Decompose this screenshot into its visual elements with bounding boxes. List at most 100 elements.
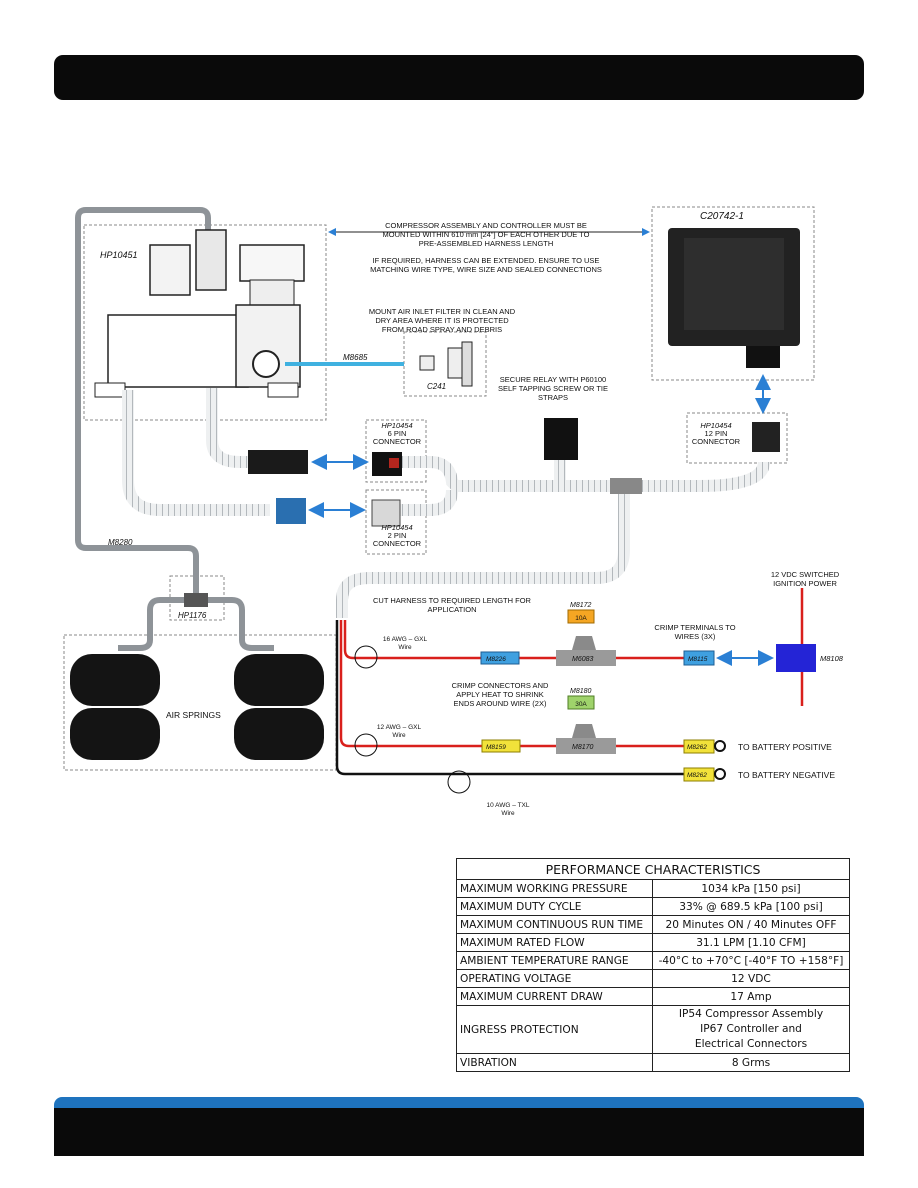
fuse10-rating: 10A xyxy=(575,615,587,622)
ignition-conn-part: M8108 xyxy=(820,654,844,663)
row-label: MAXIMUM RATED FLOW xyxy=(456,933,653,952)
connector-12pin xyxy=(752,422,780,452)
fuseholder-small-part: M6083 xyxy=(572,656,594,663)
wire12-marker xyxy=(354,733,378,757)
to-negative-label: TO BATTERY NEGATIVE xyxy=(738,770,835,780)
fuse-10a xyxy=(567,609,595,624)
tee-fitting xyxy=(184,593,208,607)
row-value: 12 VDC xyxy=(652,969,850,988)
term-neg-part: M8262 xyxy=(687,772,707,779)
compressor-note: COMPRESSOR ASSEMBLY AND CONTROLLER MUST … xyxy=(383,221,590,248)
fuse30-part: M8180 xyxy=(570,688,592,695)
compressor-part: HP10451 xyxy=(100,250,138,260)
inlet-filter xyxy=(419,355,435,371)
terminal-blue xyxy=(683,650,715,666)
term-pos-part: M8262 xyxy=(687,744,707,751)
header-bar xyxy=(54,55,864,100)
fuseholder-large xyxy=(556,738,616,754)
conn12-box xyxy=(686,412,788,464)
butt-blue-part: M8226 xyxy=(486,656,506,663)
wire10-marker xyxy=(447,770,471,794)
ingress-line: IP54 Compressor Assembly xyxy=(678,1008,824,1020)
conn2-box xyxy=(365,489,427,555)
row-value: 31.1 LPM [1.10 CFM] xyxy=(652,933,850,952)
row-label: MAXIMUM DUTY CYCLE xyxy=(456,897,653,916)
row-label: MAXIMUM CURRENT DRAW xyxy=(456,987,653,1006)
row-value: 17 Amp xyxy=(652,987,850,1006)
row-label: OPERATING VOLTAGE xyxy=(456,969,653,988)
performance-table: PERFORMANCE CHARACTERISTICS MAXIMUM WORK… xyxy=(456,858,850,1072)
fuse10-part: M8172 xyxy=(570,602,592,609)
row-label: AMBIENT TEMPERATURE RANGE xyxy=(456,951,653,970)
ignition-connector xyxy=(776,644,816,672)
butt-yellow-part: M8159 xyxy=(486,744,506,751)
spring-air-lines xyxy=(118,597,274,651)
air-spring-right xyxy=(234,654,324,760)
footer-bar xyxy=(54,1108,864,1156)
row-label: MAXIMUM WORKING PRESSURE xyxy=(456,879,653,898)
air-line-part: M8685 xyxy=(343,353,368,362)
fuseholder-small xyxy=(556,650,616,666)
row-value: 33% @ 689.5 kPa [100 psi] xyxy=(652,897,850,916)
controller xyxy=(668,228,800,368)
performance-title: PERFORMANCE CHARACTERISTICS xyxy=(456,858,850,880)
connector-2pin-harness-side xyxy=(276,498,306,524)
table-row: INGRESS PROTECTION IP54 Compressor Assem… xyxy=(456,1005,850,1054)
relay xyxy=(544,418,578,460)
air-springs-box xyxy=(63,634,337,771)
row-value: -40°C to +70°C [-40°F TO +158°F] xyxy=(652,951,850,970)
conn6-box xyxy=(365,419,427,483)
controller-box xyxy=(651,206,815,381)
controller-part: C20742-1 xyxy=(700,211,744,222)
air-hose-m8280 xyxy=(75,207,211,596)
tee-part: HP1176 xyxy=(178,611,207,620)
butt-connector-yellow xyxy=(481,739,521,753)
fuse30-rating: 30A xyxy=(575,701,587,708)
air-springs-label: AIR SPRINGS xyxy=(166,710,221,720)
fuse-30a xyxy=(567,695,595,710)
ingress-line: Electrical Connectors xyxy=(694,1038,808,1050)
compressor-assembly xyxy=(94,229,305,398)
wire16-marker xyxy=(354,645,378,669)
terminal-negative xyxy=(683,767,715,782)
row-label: VIBRATION xyxy=(456,1053,653,1072)
fuseholder-large-part: M8170 xyxy=(572,744,594,751)
table-row: AMBIENT TEMPERATURE RANGE-40°C to +70°C … xyxy=(456,951,850,970)
row-value: 1034 kPa [150 psi] xyxy=(652,879,850,898)
harness-junction xyxy=(610,478,642,494)
to-positive-label: TO BATTERY POSITIVE xyxy=(738,742,832,752)
row-value: 8 Grms xyxy=(652,1053,850,1072)
wire-16awg xyxy=(343,620,690,660)
row-label: MAXIMUM CONTINUOUS RUN TIME xyxy=(456,915,653,934)
air-hose-part: M8280 xyxy=(108,538,133,547)
butt-connector-blue xyxy=(480,651,520,665)
term-blue-part: M8115 xyxy=(688,656,708,663)
row-value: 20 Minutes ON / 40 Minutes OFF xyxy=(652,915,850,934)
row-value: IP54 Compressor Assembly IP67 Controller… xyxy=(652,1005,850,1054)
ingress-line: IP67 Controller and xyxy=(700,1023,802,1035)
row-label: INGRESS PROTECTION xyxy=(456,1005,653,1054)
extend-note: IF REQUIRED, HARNESS CAN BE EXTENDED. EN… xyxy=(370,256,602,274)
terminal-positive xyxy=(683,739,715,754)
connector-6pin-harness-side xyxy=(248,450,308,474)
wire-10awg xyxy=(335,620,700,776)
